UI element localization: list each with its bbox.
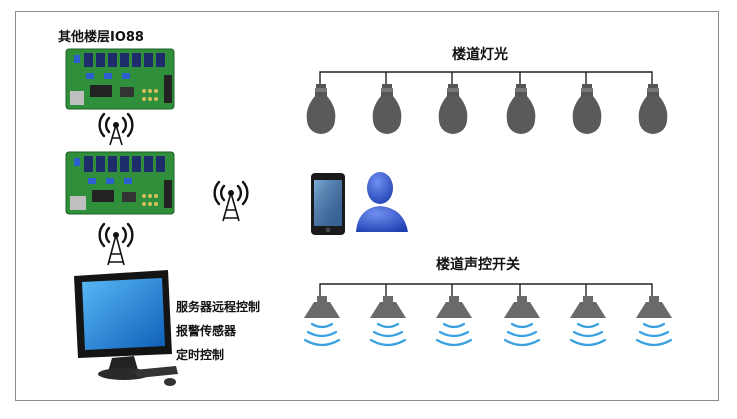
user-silhouette-icon bbox=[356, 172, 408, 232]
ceiling-lamp-icon bbox=[369, 296, 407, 347]
light-bulb-icon bbox=[572, 84, 602, 134]
ceiling-lamp-icon bbox=[503, 296, 541, 347]
light-bulb-icon bbox=[638, 84, 668, 134]
smartphone-icon bbox=[311, 173, 345, 235]
ceiling-lamp-bus bbox=[319, 283, 653, 298]
server-label-remote-control: 服务器远程控制 bbox=[176, 300, 261, 314]
ceiling-lamp-icon bbox=[569, 296, 607, 347]
wifi-antenna-icon bbox=[213, 180, 249, 222]
light-bulb-icon bbox=[438, 84, 468, 134]
ceiling-lamp-icon bbox=[303, 296, 341, 347]
wifi-antenna-icon bbox=[98, 112, 134, 146]
relay-board-icon bbox=[65, 48, 175, 110]
lights-title: 楼道灯光 bbox=[452, 47, 508, 63]
desktop-computer-icon bbox=[74, 270, 178, 386]
light-bulb-icon bbox=[372, 84, 402, 134]
ceiling-lamp-icon bbox=[635, 296, 673, 347]
server-label-timer-control: 定时控制 bbox=[176, 348, 225, 362]
light-bulb-icon bbox=[506, 84, 536, 134]
server-label-alarm-sensor: 报警传感器 bbox=[176, 324, 237, 338]
wifi-antenna-icon bbox=[98, 222, 134, 266]
board-title: 其他楼层IO88 bbox=[58, 30, 144, 45]
ceiling-lamp-icon bbox=[435, 296, 473, 347]
light-bulb-bus bbox=[319, 71, 653, 84]
light-bulb-icon bbox=[306, 84, 336, 134]
relay-board-icon bbox=[65, 151, 175, 215]
sound-switch-title: 楼道声控开关 bbox=[436, 257, 520, 273]
